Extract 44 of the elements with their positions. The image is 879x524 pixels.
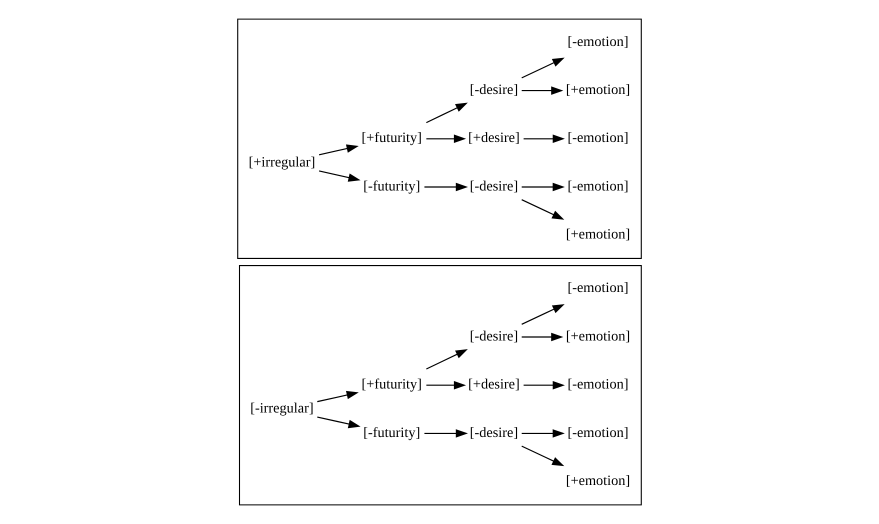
node-text: [-futurity] (363, 178, 420, 194)
arrow (521, 446, 564, 466)
node-text: [+futurity] (362, 130, 422, 146)
arrow (317, 416, 361, 428)
arrow (424, 429, 468, 438)
arrow (522, 332, 564, 342)
node-text: [+emotion] (566, 473, 630, 490)
node-text: [-irregular] (250, 400, 314, 417)
node-text: [-desire] (470, 178, 518, 194)
arrow (426, 380, 466, 390)
arrow (521, 199, 564, 220)
node-text: [-desire] (470, 82, 518, 98)
arrow (522, 429, 565, 438)
node-text: [+emotion] (566, 82, 630, 98)
arrow (317, 390, 359, 402)
node-text: [+irregular] (248, 154, 316, 170)
node-text: [-emotion] (567, 424, 628, 441)
node-text: [-emotion] (567, 280, 628, 296)
arrow (318, 144, 359, 156)
arrow (426, 134, 466, 144)
node-text: [-emotion] (567, 178, 628, 194)
node-text: [+emotion] (566, 226, 630, 243)
node-text: [+emotion] (566, 328, 630, 344)
arrow (426, 102, 468, 124)
node-text: [-emotion] (567, 376, 628, 393)
node-text: [-desire] (470, 328, 518, 344)
node-text: [+futurity] (362, 376, 422, 393)
arrow (521, 58, 565, 78)
node-text: [+desire] (468, 376, 520, 393)
node-text: [-futurity] (363, 424, 420, 441)
arrow (318, 170, 361, 182)
node-text: [-emotion] (567, 34, 628, 50)
cluster (238, 265, 642, 506)
arrow (524, 380, 565, 390)
node-text: [-emotion] (567, 130, 628, 146)
arrow (522, 86, 564, 95)
node-text: [+desire] (468, 130, 520, 146)
arrow (424, 182, 468, 192)
arrow (426, 349, 468, 370)
node-text: [-desire] (470, 424, 518, 441)
arrow (522, 182, 565, 192)
cluster (237, 18, 642, 259)
arrow (524, 134, 565, 144)
arrow (521, 304, 565, 325)
